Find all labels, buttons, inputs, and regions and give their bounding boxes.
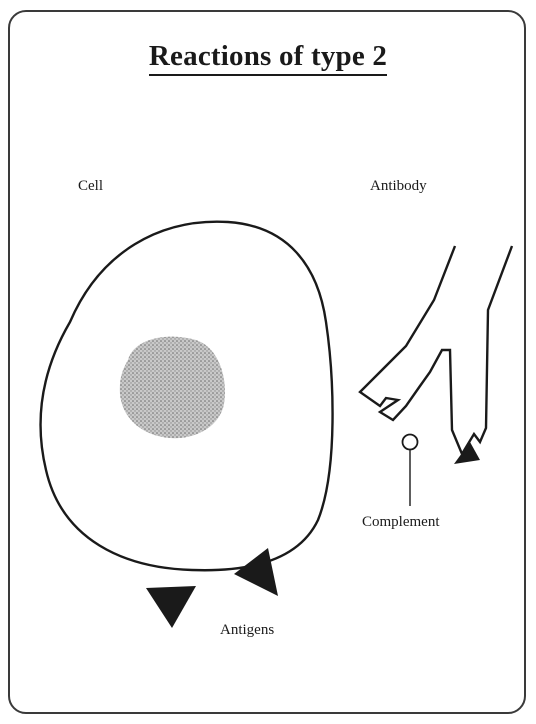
complement-circle: [403, 435, 418, 450]
antigen-left: [146, 586, 196, 628]
antibody-shape: [360, 246, 512, 454]
cell-nucleus: [120, 337, 225, 439]
